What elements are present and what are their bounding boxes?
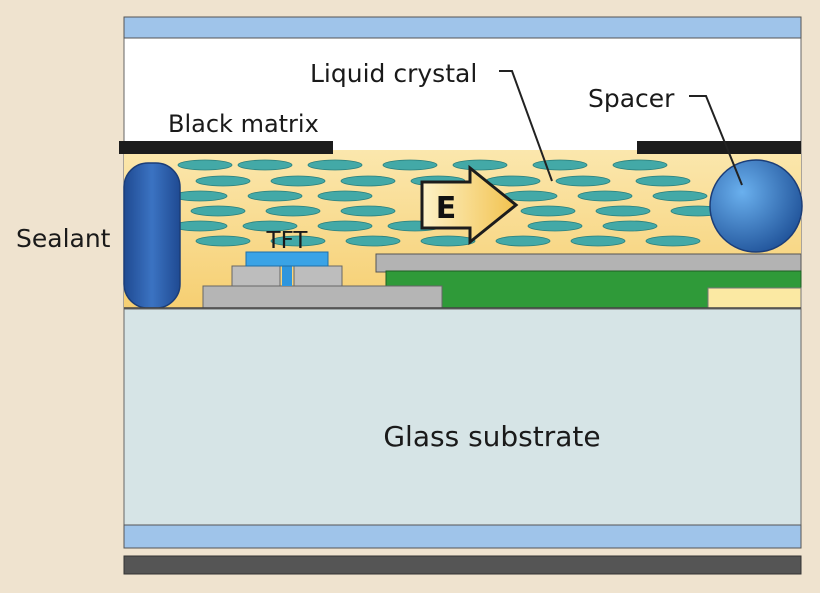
- lc-molecule: [520, 205, 576, 217]
- lc-molecule: [420, 235, 476, 247]
- lc-molecule: [172, 190, 228, 202]
- tft-drain: [293, 265, 343, 287]
- lc-molecule: [527, 220, 583, 232]
- tft-gate: [245, 251, 329, 267]
- lc-molecule: [635, 175, 691, 187]
- field-label: E: [436, 191, 457, 226]
- lc-molecule: [612, 159, 668, 171]
- bottom-polarizer: [123, 524, 802, 549]
- lc-molecule: [317, 190, 373, 202]
- lc-molecule: [242, 220, 298, 232]
- lc-molecule: [237, 159, 293, 171]
- lc-molecule: [270, 175, 326, 187]
- bottom-plate: [123, 555, 802, 575]
- lc-molecule: [265, 205, 321, 217]
- lc-molecule: [307, 159, 363, 171]
- top-polarizer: [123, 16, 802, 39]
- lc-molecule: [555, 175, 611, 187]
- lc-molecule: [645, 235, 701, 247]
- glass-substrate: [123, 308, 802, 526]
- lc-molecule: [602, 220, 658, 232]
- lc-molecule: [652, 190, 708, 202]
- tft-base-layer: [202, 285, 443, 309]
- lc-molecule: [532, 159, 588, 171]
- electric-field-arrow: [420, 164, 519, 246]
- spacer-ball: [709, 159, 803, 253]
- lc-molecule: [595, 205, 651, 217]
- lc-molecule: [247, 190, 303, 202]
- liquid-crystal-leader: [499, 70, 553, 182]
- lc-molecule: [340, 175, 396, 187]
- spacer-label: Spacer: [588, 84, 675, 113]
- lc-molecule: [485, 175, 541, 187]
- lc-molecule: [172, 220, 228, 232]
- lc-molecule: [577, 190, 633, 202]
- lc-molecule: [190, 205, 246, 217]
- glass-substrate-label: Glass substrate: [383, 420, 600, 453]
- lc-molecule: [340, 205, 396, 217]
- black-matrix-label: Black matrix: [168, 110, 319, 138]
- lc-molecule: [570, 235, 626, 247]
- lc-molecule: [382, 159, 438, 171]
- tft-label: TFT: [266, 228, 309, 254]
- sealant: [123, 162, 181, 309]
- spacer-leader: [689, 95, 743, 186]
- passivation-layer: [375, 253, 802, 273]
- sealant-label: Sealant: [16, 224, 111, 253]
- lc-molecule: [270, 235, 326, 247]
- lc-molecule: [452, 159, 508, 171]
- black-matrix-right: [637, 141, 801, 154]
- lc-molecule: [195, 175, 251, 187]
- lc-molecule: [317, 220, 373, 232]
- lc-molecule: [177, 159, 233, 171]
- lc-molecule: [345, 235, 401, 247]
- electrode-gap: [707, 287, 802, 309]
- lc-molecule: [195, 235, 251, 247]
- tft-source: [231, 265, 281, 287]
- lc-molecule: [495, 235, 551, 247]
- liquid-crystal-label: Liquid crystal: [310, 59, 477, 88]
- black-matrix-left: [119, 141, 333, 154]
- tft-channel: [282, 262, 292, 286]
